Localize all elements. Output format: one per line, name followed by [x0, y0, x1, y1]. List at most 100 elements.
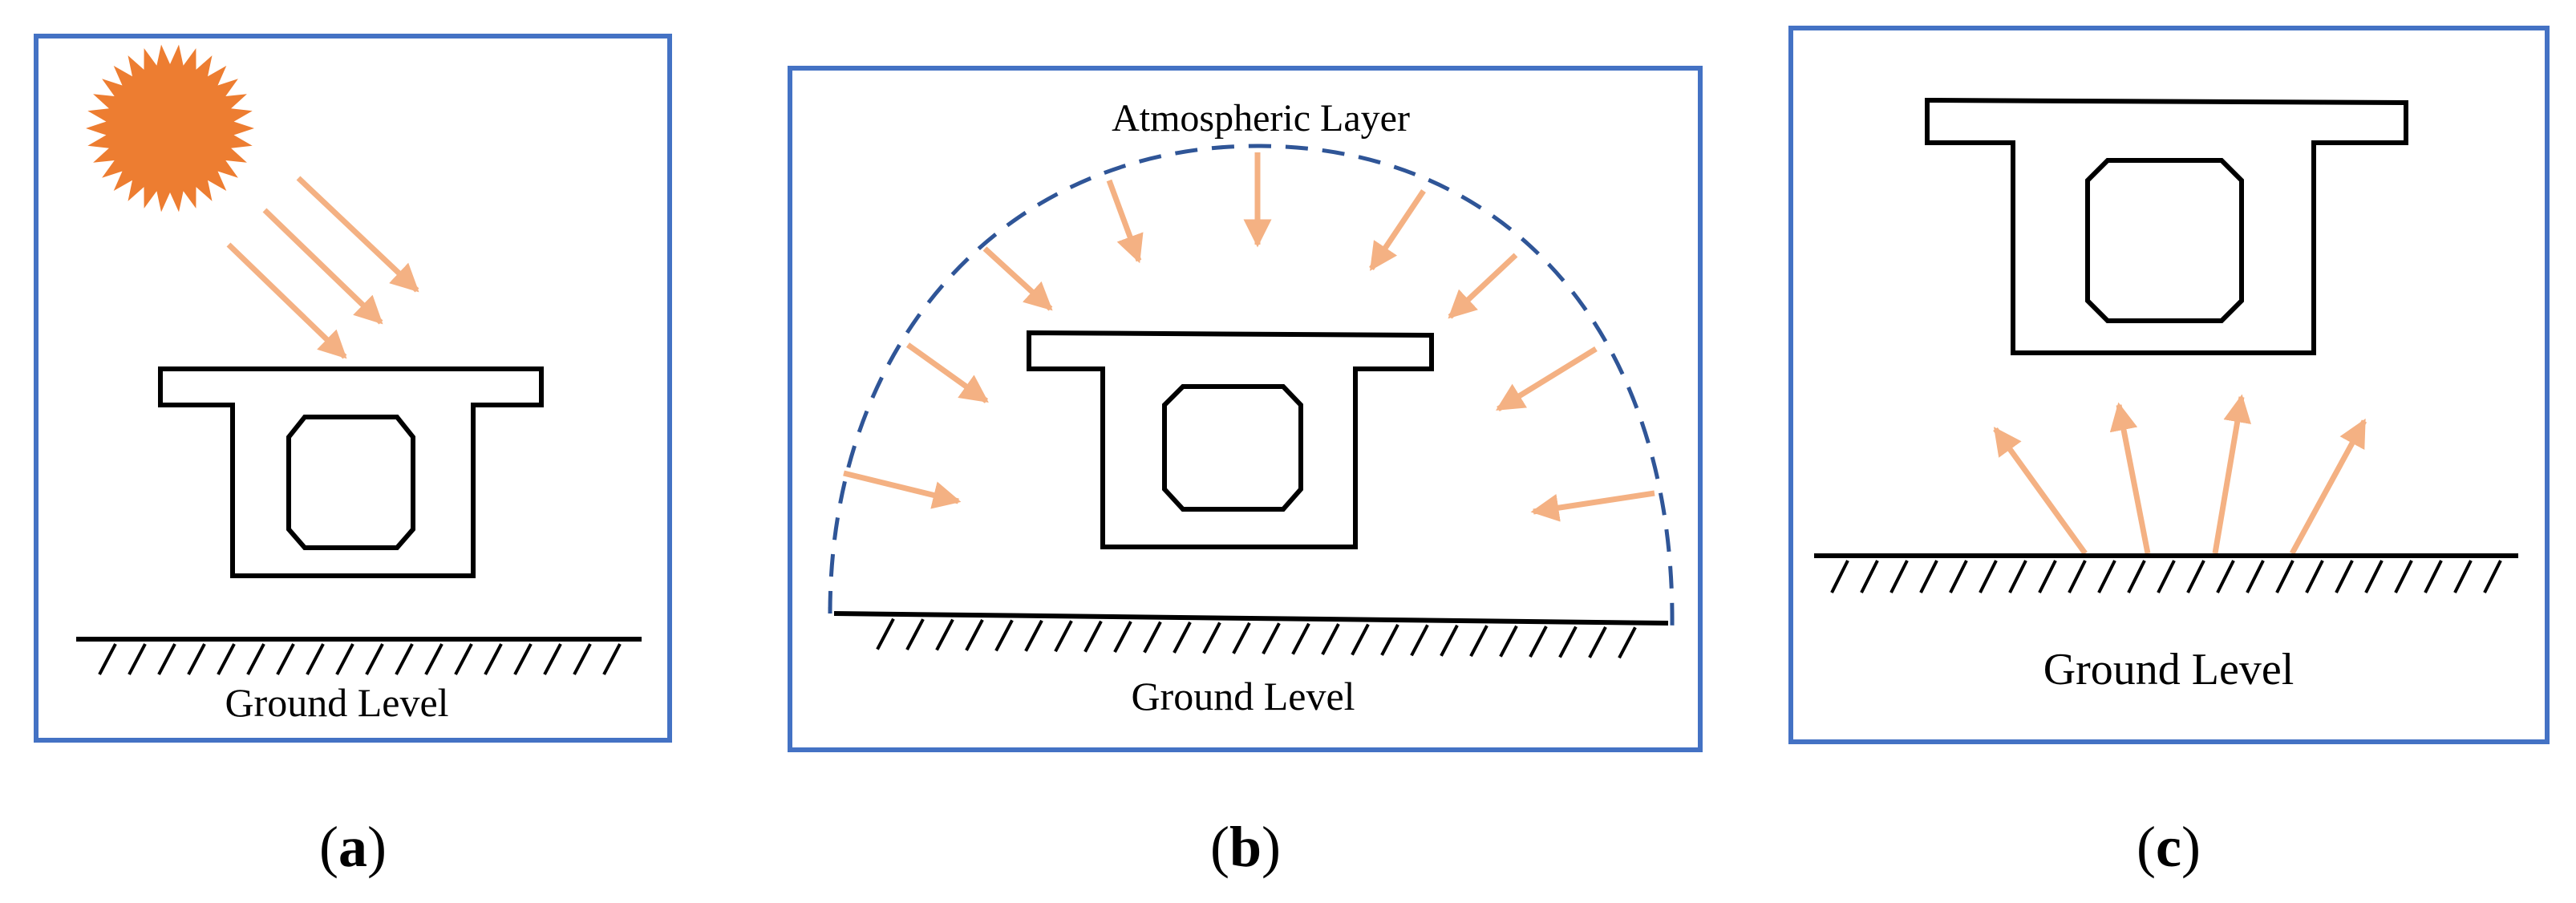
ground-hatch-icon [833, 611, 1669, 659]
atmosphere-dome-icon [828, 144, 1675, 626]
hatch-mark [335, 643, 354, 675]
solar-arrow [262, 208, 383, 325]
hatch-mark [2483, 560, 2502, 593]
hatch-mark [454, 643, 473, 675]
hatch-mark [2097, 560, 2116, 593]
hatch-mark [573, 643, 592, 675]
reflected-arrow [2289, 418, 2367, 555]
reflected-radiation-arrows [1993, 394, 2367, 556]
hatch-mark [1469, 625, 1488, 658]
panel-a-ground-label: Ground Level [225, 680, 448, 725]
solar-arrow [296, 176, 419, 293]
ground-hatch-icon [1814, 553, 2518, 593]
hatch-mark [2335, 560, 2354, 593]
hatch-mark [2305, 560, 2324, 593]
hatch-mark [602, 643, 622, 675]
hatch-mark [1143, 621, 1162, 654]
hatch-mark [1919, 560, 1938, 593]
hatch-mark [306, 643, 325, 675]
hatch-mark [1380, 624, 1399, 656]
hatch-mark [1291, 622, 1310, 655]
hatch-mark [1979, 560, 1998, 593]
hatch-mark [246, 643, 265, 675]
box-girder-icon [1027, 330, 1434, 549]
hatch-mark [1889, 560, 1909, 593]
panel-a: Ground Level (a) [34, 34, 672, 879]
hatch-mark [1351, 623, 1370, 656]
panel-b-frame [788, 66, 1703, 752]
solar-radiation-arrows [226, 176, 419, 359]
box-girder-icon [158, 366, 544, 578]
hatch-mark [2008, 560, 2027, 593]
hatch-mark [905, 618, 925, 651]
hatch-mark [1830, 560, 1849, 593]
sun-icon [86, 44, 254, 213]
hatch-mark [543, 643, 562, 675]
atmospheric-layer-label: Atmospheric Layer [1112, 97, 1410, 140]
hatch-mark [217, 643, 236, 675]
panel-c-ground-label: Ground Level [2043, 645, 2295, 694]
hatch-mark [1054, 620, 1073, 653]
hatch-mark [1860, 560, 1879, 593]
diffuse-arrow [843, 470, 962, 509]
hatch-mark [876, 618, 895, 650]
hatch-mark [935, 618, 954, 651]
panel-a-frame [34, 34, 672, 743]
hatch-mark [365, 643, 384, 675]
hatch-mark [1113, 621, 1132, 654]
panel-c-caption: (c) [2137, 815, 2201, 879]
diffuse-radiation-arrows [843, 152, 1655, 522]
hatch-mark [2127, 560, 2146, 593]
hatch-mark [2275, 560, 2295, 593]
panel-b: Atmospheric Layer Ground Level (b) [788, 66, 1703, 879]
hatch-mark [2038, 560, 2057, 593]
diffuse-arrow [1496, 346, 1598, 411]
hatch-mark [2246, 560, 2265, 593]
reflected-arrow [1993, 427, 2088, 556]
hatch-mark [2068, 560, 2087, 593]
diffuse-arrow [1369, 189, 1426, 271]
hatch-mark [1558, 626, 1578, 658]
panel-b-ground-label: Ground Level [1131, 674, 1355, 719]
hatch-mark [513, 643, 533, 675]
panel-c-frame [1788, 26, 2550, 744]
hatch-mark [1588, 626, 1607, 658]
hatch-mark [1949, 560, 1968, 593]
reflected-arrow [2109, 402, 2151, 554]
hatch-mark [1321, 623, 1340, 656]
hatch-mark [1529, 626, 1548, 658]
solar-arrow [226, 242, 347, 359]
hatch-mark [1173, 622, 1192, 654]
hatch-mark [2424, 560, 2443, 593]
hatch-mark [98, 643, 117, 675]
hatch-mark [2216, 560, 2235, 593]
reflected-arrow [2212, 394, 2251, 554]
hatch-mark [2157, 560, 2176, 593]
hatch-mark [1440, 624, 1459, 657]
hatch-mark [395, 643, 414, 675]
hatch-mark [157, 643, 176, 675]
hatch-mark [276, 643, 295, 675]
diffuse-arrow [1106, 179, 1144, 264]
hatch-mark [2453, 560, 2473, 593]
hatch-mark [2394, 560, 2413, 593]
hatch-mark [424, 643, 444, 675]
diffuse-arrow [1530, 490, 1655, 522]
hatch-mark [1410, 624, 1429, 657]
diffuse-arrow [1448, 253, 1518, 319]
hatch-mark [1202, 622, 1221, 654]
diffuse-arrow [982, 246, 1053, 311]
hatch-mark [2186, 560, 2205, 593]
hatch-mark [965, 619, 984, 651]
panel-a-caption: (a) [319, 815, 387, 879]
hatch-mark [2364, 560, 2384, 593]
ground-hatch-icon [76, 637, 642, 675]
panel-c: Ground Level (c) [1788, 26, 2550, 879]
hatch-mark [1262, 622, 1281, 655]
hatch-mark [1232, 622, 1251, 654]
hatch-mark [1083, 620, 1103, 653]
hatch-mark [1024, 619, 1043, 652]
hatch-mark [484, 643, 503, 675]
hatch-mark [1499, 625, 1518, 658]
